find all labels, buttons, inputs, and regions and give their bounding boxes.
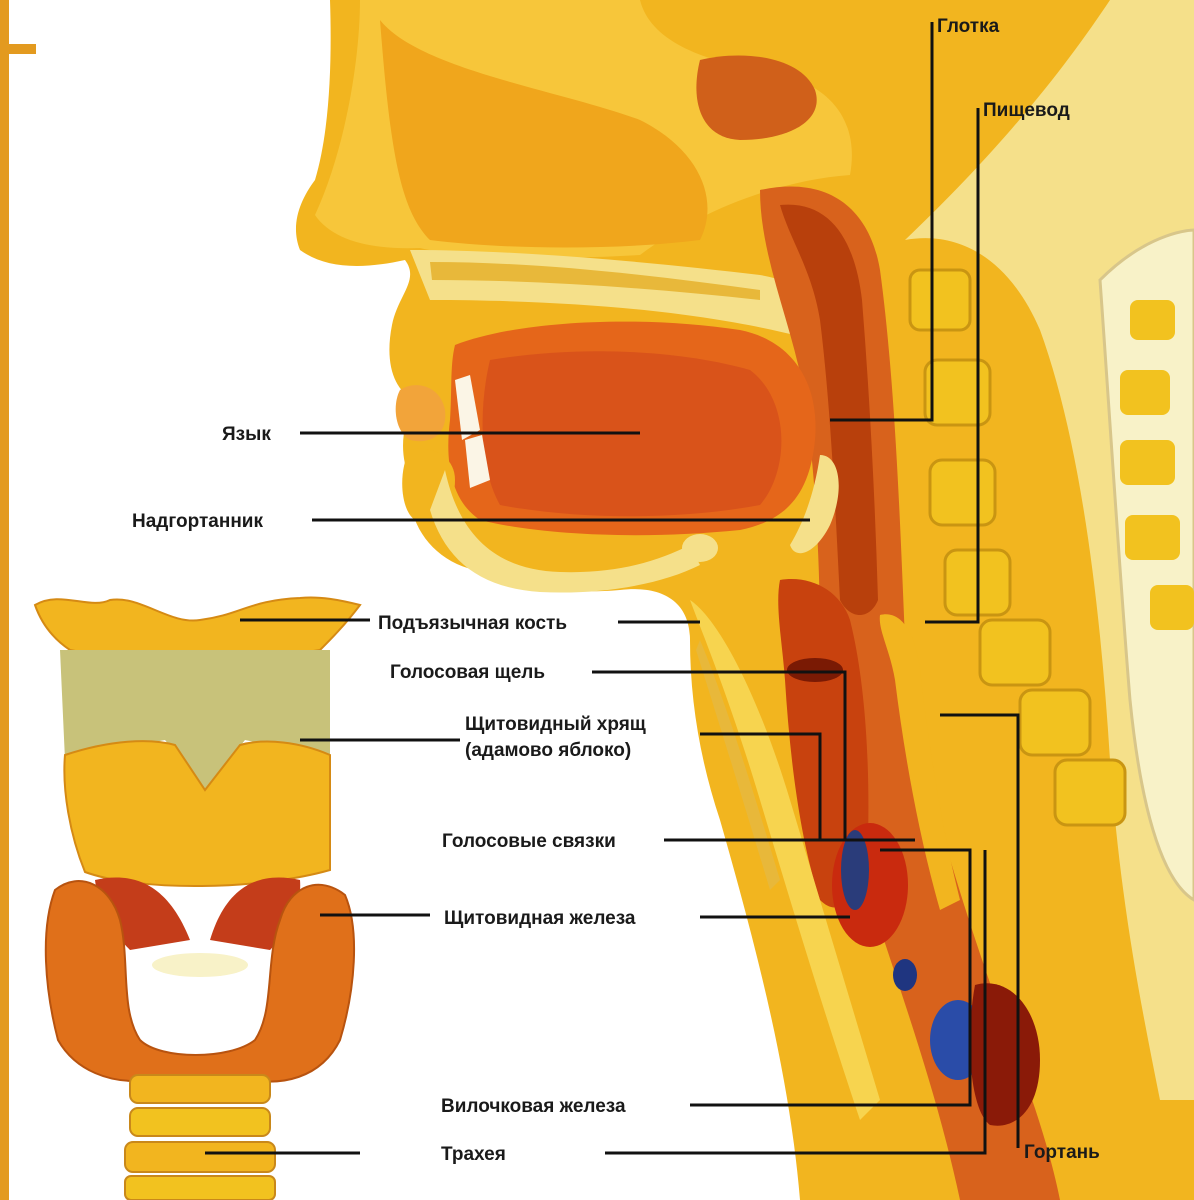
label-hyoid-bone: Подъязычная кость <box>378 613 567 634</box>
label-thyroid-gland: Щитовидная железа <box>444 908 636 929</box>
accent-stripe <box>0 44 36 54</box>
label-thyroid-cartilage-line2: (адамово яблоко) <box>465 740 631 761</box>
label-thymus: Вилочковая железа <box>441 1096 626 1117</box>
label-larynx: Гортань <box>1024 1142 1100 1163</box>
larynx-front-view <box>35 597 360 1200</box>
accent-bar <box>0 0 9 1200</box>
label-pharynx: Глотка <box>937 16 1000 37</box>
label-esophagus: Пищевод <box>983 100 1070 121</box>
label-vocal-cords: Голосовые связки <box>442 831 616 852</box>
label-thyroid-cartilage-line1: Щитовидный хрящ <box>465 714 646 735</box>
label-trachea: Трахея <box>441 1144 506 1165</box>
label-tongue: Язык <box>222 424 271 445</box>
sagittal-section <box>296 0 1194 1200</box>
label-glottis: Голосовая щель <box>390 662 545 683</box>
label-epiglottis: Надгортанник <box>132 511 263 532</box>
